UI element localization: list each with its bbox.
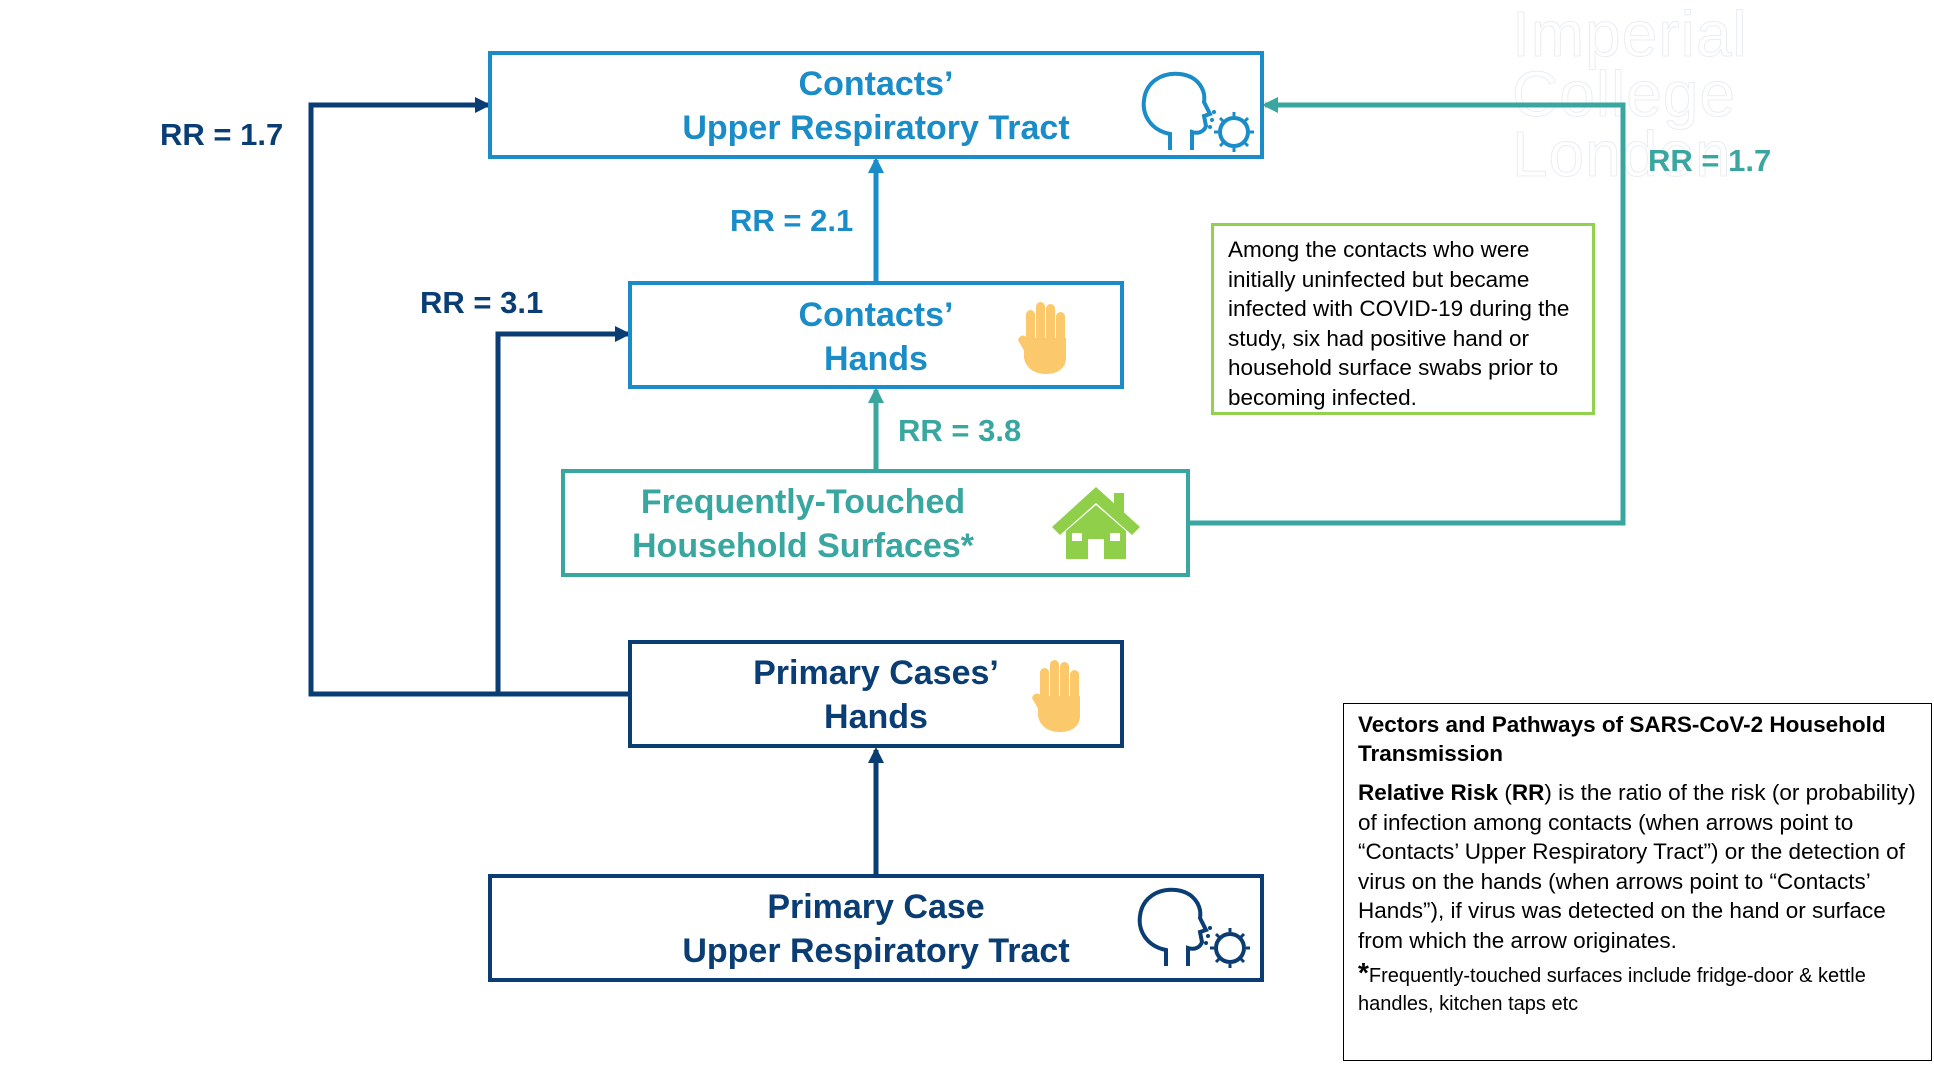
node-contacts-hands: Contacts’ Hands [628, 281, 1124, 389]
info-box: Among the contacts who were initially un… [1211, 223, 1595, 415]
info-box-text: Among the contacts who were initially un… [1228, 237, 1570, 410]
node-contacts-urt: Contacts’ Upper Respiratory Tract [488, 51, 1264, 159]
legend-footnote-text: Frequently-touched surfaces include frid… [1358, 965, 1866, 1015]
hand-icon [1032, 660, 1080, 732]
edge-surfaces-to-contacts-urt [1188, 97, 1626, 526]
node-primary-hands-line2: Hands [824, 698, 928, 736]
node-surfaces-line1: Frequently-Touched [641, 483, 965, 521]
legend-footnote-mark: * [1358, 957, 1369, 988]
legend-rr-term: Relative Risk [1358, 780, 1499, 805]
legend-title: Vectors and Pathways of SARS-CoV-2 House… [1358, 712, 1886, 766]
edge-primary-hands-to-contacts-hands [495, 326, 631, 694]
node-primary-case-urt: Primary Case Upper Respiratory Tract [488, 874, 1264, 982]
edge-label-rr-primary-to-contacts-hands: RR = 3.1 [420, 285, 543, 320]
hand-icon [1018, 302, 1066, 374]
imperial-college-watermark: Imperial College London [1512, 0, 1748, 190]
node-contacts-hands-line1: Contacts’ [799, 296, 954, 334]
legend-rr-text: ) is the ratio of the risk (or probabili… [1358, 780, 1916, 953]
node-primary-urt-line1: Primary Case [767, 888, 984, 926]
legend-rr-open: ( [1498, 780, 1512, 805]
node-contacts-urt-line1: Contacts’ [799, 65, 954, 103]
legend-footnote: *Frequently-touched surfaces include fri… [1358, 959, 1917, 1018]
edge-label-rr-hands-to-urt: RR = 2.1 [730, 203, 853, 238]
head-sneeze-virus-icon [1141, 71, 1254, 152]
node-primary-urt-line2: Upper Respiratory Tract [682, 932, 1069, 970]
edge-primary-hands-to-contacts-urt [308, 97, 630, 697]
legend-rr-definition: Relative Risk (RR) is the ratio of the r… [1358, 778, 1917, 955]
edge-label-rr-left: RR = 1.7 [160, 117, 283, 152]
legend-rr-abbr: RR [1511, 780, 1545, 805]
node-primary-hands-line1: Primary Cases’ [753, 654, 999, 692]
head-sneeze-virus-icon [1137, 887, 1250, 968]
node-contacts-urt-line2: Upper Respiratory Tract [682, 109, 1069, 147]
edge-label-rr-surfaces-to-urt: RR = 1.7 [1648, 143, 1771, 178]
node-contacts-hands-line2: Hands [824, 340, 928, 378]
legend-box: Vectors and Pathways of SARS-CoV-2 House… [1343, 703, 1932, 1061]
node-surfaces-line2: Household Surfaces* [632, 527, 975, 565]
edge-label-rr-surfaces-to-hands: RR = 3.8 [898, 413, 1021, 448]
node-household-surfaces: Frequently-Touched Household Surfaces* [561, 469, 1190, 577]
node-primary-cases-hands: Primary Cases’ Hands [628, 640, 1124, 748]
